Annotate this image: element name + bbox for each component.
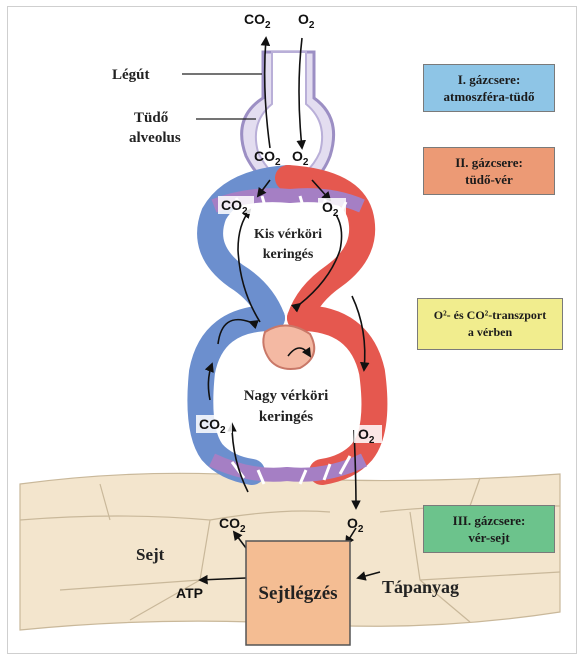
- stage-1-line-2: atmoszféra-tüdő: [444, 88, 535, 105]
- stage-box-4: III. gázcsere: vér-sejt: [423, 505, 555, 553]
- systemic-label-1: Nagy vérköri: [244, 388, 329, 404]
- cell-respiration-label: Sejtlégzés: [258, 583, 337, 604]
- atp-label: ATP: [176, 585, 203, 601]
- cell-label: Sejt: [136, 545, 165, 564]
- systemic-label-2: keringés: [259, 409, 313, 425]
- pulmonary-label-1: Kis vérköri: [254, 227, 322, 242]
- alveolus-label-2: alveolus: [129, 130, 181, 146]
- top-o2-label: O2: [298, 11, 315, 31]
- stage-box-1: I. gázcsere: atmoszféra-tüdő: [423, 64, 555, 112]
- nutrient-label: Tápanyag: [382, 577, 459, 597]
- stage-4-line-1: III. gázcsere:: [453, 512, 526, 529]
- stage-2-line-2: tüdő-vér: [465, 171, 513, 188]
- stage-3-line-1: O²- és CO²-transzport: [434, 307, 547, 324]
- airway-label: Légút: [112, 67, 150, 83]
- stage-2-line-1: II. gázcsere:: [455, 154, 523, 171]
- heart: [263, 325, 314, 369]
- stage-4-line-2: vér-sejt: [468, 529, 509, 546]
- stage-1-line-1: I. gázcsere:: [458, 71, 521, 88]
- pulmonary-label-2: keringés: [263, 247, 314, 262]
- alveolus-label-1: Tüdő: [134, 110, 169, 126]
- stage-box-3: O²- és CO²-transzport a vérben: [417, 298, 563, 350]
- stage-box-2: II. gázcsere: tüdő-vér: [423, 147, 555, 195]
- top-co2-label: CO2: [244, 11, 271, 31]
- stage-3-line-2: a vérben: [468, 324, 512, 341]
